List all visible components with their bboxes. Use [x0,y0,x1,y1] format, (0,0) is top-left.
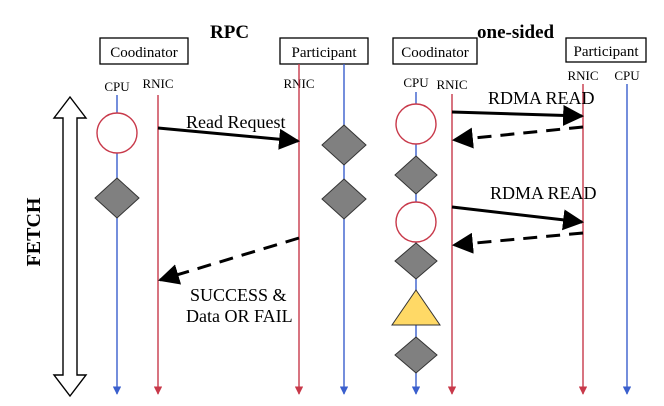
os-cpu-triangle [391,289,441,326]
read-request-label: Read Request [186,112,285,132]
os-participant-label: Participant [574,44,640,60]
rpc-participant-label: Participant [292,45,358,61]
os-cpu-circle-2 [395,201,437,243]
os-participant-rnic-lane-label: RNIC [567,68,598,83]
rpc-cpu-diamond [94,177,140,219]
rpc-coordinator-label: Coodinator [110,45,178,61]
os-participant-box [565,37,647,63]
os-cpu-diamond-2 [394,242,438,280]
rpc-coordinator-box [99,37,189,65]
rpc-participant-box [279,37,369,65]
rdma-read-2-response-arrow [451,231,584,254]
fetch-double-arrow [52,95,88,398]
rdma-read-2-label: RDMA READ [490,183,597,203]
one-sided-header: one-sided [477,22,555,43]
rpc-cpu-circle [96,112,138,154]
success-label-line1: SUCCESS & [190,285,287,305]
rdma-read-1-label: RDMA READ [488,88,595,108]
rpc-cpu-lane-label: CPU [104,79,130,94]
os-coordinator-label: Coodinator [401,45,469,61]
os-coordinator-box [392,37,478,65]
rdma-read-1-response-arrow [451,125,584,149]
os-rnic-lane-label: RNIC [436,77,467,92]
rpc-participant-diamond-2 [321,178,367,220]
rdma-read-1-arrow [451,104,585,126]
read-request-arrow [157,126,301,150]
os-cpu-diamond-3 [394,336,438,374]
fetch-label: FETCH [23,197,45,266]
os-cpu-lane-label: CPU [403,75,429,90]
success-label-line2: Data OR FAIL [186,306,293,326]
rdma-read-2-arrow [451,205,585,231]
os-participant-cpu-lane-label: CPU [614,68,640,83]
success-arrow [157,236,300,285]
rpc-participant-diamond-1 [321,124,367,166]
rpc-rnic-lane-label: RNIC [142,76,173,91]
os-cpu-diamond-1 [394,155,438,195]
os-cpu-circle-1 [395,103,437,145]
rpc-header: RPC [210,22,249,43]
